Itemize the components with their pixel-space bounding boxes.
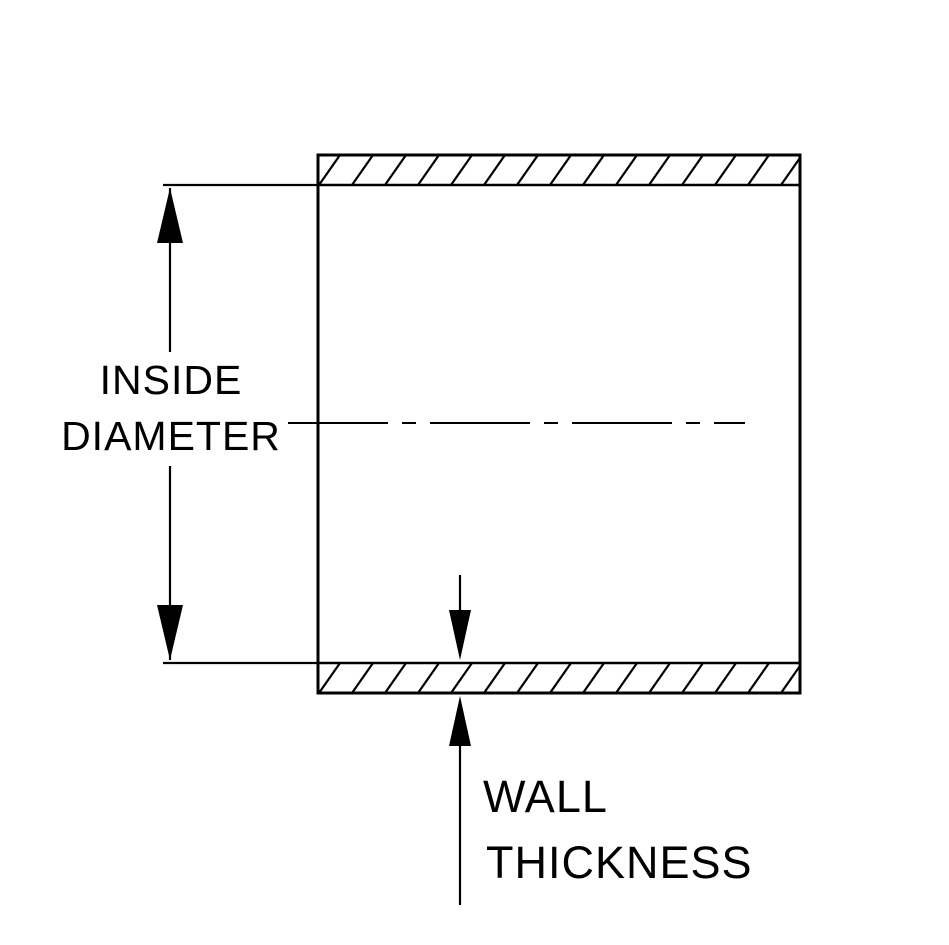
inside-diameter-dimension: INSIDE DIAMETER [61,183,318,665]
wall-thickness-label-line2: THICKNESS [486,837,753,888]
id-arrow-down [157,605,183,660]
wall-thickness-dimension: WALL THICKNESS [449,575,753,905]
bottom-wall-hatch [318,663,800,693]
inside-diameter-label-line1: INSIDE [100,357,243,403]
id-arrow-up [157,188,183,243]
tube-cross-section [316,153,802,695]
top-wall-hatch [318,155,800,185]
wall-thickness-label-line1: WALL [483,771,608,822]
wt-arrow-down [449,610,471,660]
inside-diameter-label-line2: DIAMETER [61,413,281,459]
